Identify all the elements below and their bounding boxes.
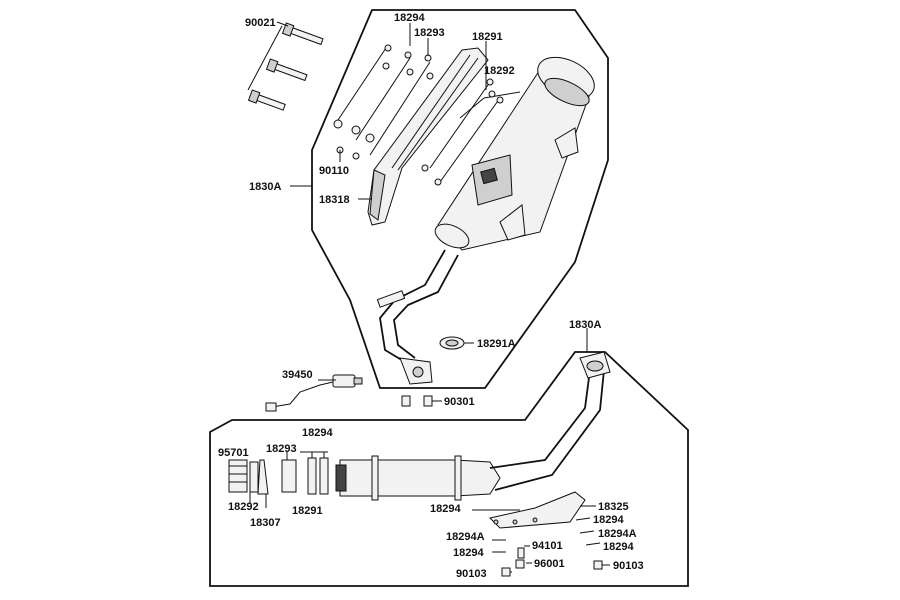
part-label: 18294: [302, 427, 333, 439]
gasket-18291A[interactable]: [439, 336, 465, 350]
part-label: 18294: [603, 541, 634, 553]
upper-group-outline: [311, 9, 609, 389]
part-label: 18294: [593, 514, 624, 526]
part-label: 18291: [472, 31, 503, 43]
muffler-upper[interactable]: [431, 49, 600, 253]
part-label: 90021: [245, 17, 276, 29]
exhaust-pipe-upper[interactable]: [376, 249, 459, 385]
part-label: 18294: [430, 503, 461, 515]
part-label: 90103: [456, 568, 487, 580]
part-label: 18294A: [598, 528, 637, 540]
bolt-icon: [265, 58, 308, 82]
part-label: 18294: [453, 547, 484, 559]
bolt-set-90021[interactable]: [247, 22, 324, 111]
part-label: 18292: [228, 501, 259, 513]
part-label: 1830A: [569, 319, 601, 331]
lower-group-outline: [209, 351, 689, 587]
part-label: 96001: [534, 558, 565, 570]
part-label: 90103: [613, 560, 644, 572]
part-label: 18318: [319, 194, 350, 206]
part-label: 18293: [266, 443, 297, 455]
muffler-lower[interactable]: [335, 351, 611, 501]
bracket-clips[interactable]: [421, 78, 504, 186]
nuts-90301[interactable]: [401, 395, 433, 407]
leader-lines: [276, 21, 610, 573]
heat-shield-18318[interactable]: [367, 47, 489, 226]
sensor-39450[interactable]: [265, 374, 363, 412]
part-label: 18325: [598, 501, 629, 513]
small-hardware-lower[interactable]: [492, 517, 603, 577]
part-label: 18291A: [477, 338, 516, 350]
heat-shield-18325[interactable]: [489, 491, 586, 529]
part-label: 18307: [250, 517, 281, 529]
bolt-icon: [247, 89, 286, 111]
bolt-icon: [281, 22, 324, 46]
part-label: 90110: [319, 165, 349, 177]
part-label: 90301: [444, 396, 475, 408]
part-label: 18294: [394, 12, 425, 24]
part-label: 18292: [484, 65, 515, 77]
part-label: 18294A: [446, 531, 485, 543]
part-label: 39450: [282, 369, 313, 381]
part-label: 94101: [532, 540, 563, 552]
part-label: 1830A: [249, 181, 281, 193]
part-label: 18293: [414, 27, 445, 39]
part-label: 18291: [292, 505, 323, 517]
tail-end-parts[interactable]: [228, 451, 329, 508]
part-label: 95701: [218, 447, 249, 459]
